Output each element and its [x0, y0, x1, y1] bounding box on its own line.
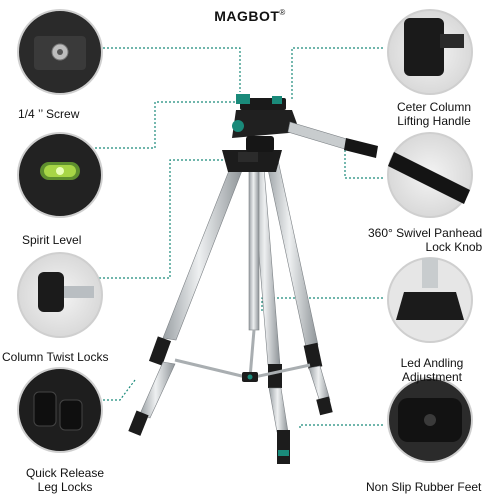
crown-knob [238, 152, 258, 162]
callout-screw-line [95, 47, 241, 92]
callout-angle-line [261, 297, 383, 312]
pan-head-body [232, 110, 300, 138]
brand-logo: MAGBOT® [190, 8, 310, 24]
label-quick-release-line2: Leg Locks [37, 480, 93, 494]
spreader-center [248, 329, 256, 379]
label-swivel-line2: Lock Knob [425, 240, 483, 254]
middle-leg-lock-2 [277, 430, 290, 464]
center-column [248, 164, 260, 331]
callout-twist-line [95, 159, 240, 279]
detail-circle-spirit-level [17, 132, 103, 218]
detail-circle-twist-locks [17, 252, 103, 338]
right-leg-lower [308, 365, 331, 403]
callout-legs-line [95, 379, 136, 401]
detail-circle-screw [17, 9, 103, 95]
left-leg-upper [162, 167, 244, 341]
left-leg-lower [139, 361, 176, 419]
plate-accent-left [236, 94, 250, 104]
label-spirit-level: Spirit Level [22, 233, 82, 247]
pan-handle-grip [344, 138, 378, 158]
label-swivel-degree: 360° [368, 226, 393, 240]
right-leg-lock-2 [316, 396, 333, 416]
spreader-hub-accent [247, 374, 253, 380]
callout-lines [95, 47, 383, 430]
callout-feet-line [299, 424, 383, 430]
brand-name: MAGBOT [214, 8, 280, 24]
middle-leg-lock-1 [268, 364, 282, 388]
label-quick-release: Quick Release Leg Locks [10, 466, 120, 494]
label-center-column-line1: Ceter Column [396, 100, 472, 114]
right-leg-lock-1 [303, 342, 323, 370]
label-angling: Led Andling Adjustment [382, 356, 482, 384]
label-feet: Non Slip Rubber Feet [366, 480, 482, 494]
detail-circle-handle [387, 9, 473, 95]
left-leg-lock-1 [148, 336, 172, 366]
label-center-column: Ceter Column Lifting Handle [378, 100, 490, 128]
plate-accent-right [272, 96, 282, 104]
label-angling-line2: Adjustment [401, 370, 463, 384]
pan-handle-shaft [287, 121, 351, 151]
middle-leg-lower [268, 387, 289, 433]
brand-mark: ® [279, 8, 286, 17]
detail-circle-leg-locks [17, 367, 103, 453]
label-quick-release-line1: Quick Release [25, 466, 105, 480]
label-screw: 1/4 ’’ Screw [18, 107, 80, 121]
callout-knob-line [344, 150, 383, 179]
left-leg-lock-2 [128, 410, 149, 436]
label-angling-line1: Led Andling [400, 356, 464, 370]
detail-circle-knob [387, 132, 473, 218]
callout-level-line [95, 101, 238, 149]
label-swivel: 360° Swivel Panhead Lock Knob [368, 226, 482, 254]
label-center-column-line2: Lifting Handle [397, 114, 471, 128]
spreader-left [174, 358, 251, 380]
middle-leg-foot-accent [278, 450, 289, 456]
spreader-right [249, 363, 311, 380]
pan-base [246, 136, 274, 152]
label-column-twist-locks: Column Twist Locks [2, 350, 109, 364]
detail-circle-feet [387, 377, 473, 463]
label-swivel-line1: Swivel Panhead [396, 226, 483, 240]
tripod [128, 94, 378, 464]
detail-circle-angling [387, 257, 473, 343]
tilt-knob [232, 120, 244, 132]
callout-handle-line [291, 47, 383, 100]
